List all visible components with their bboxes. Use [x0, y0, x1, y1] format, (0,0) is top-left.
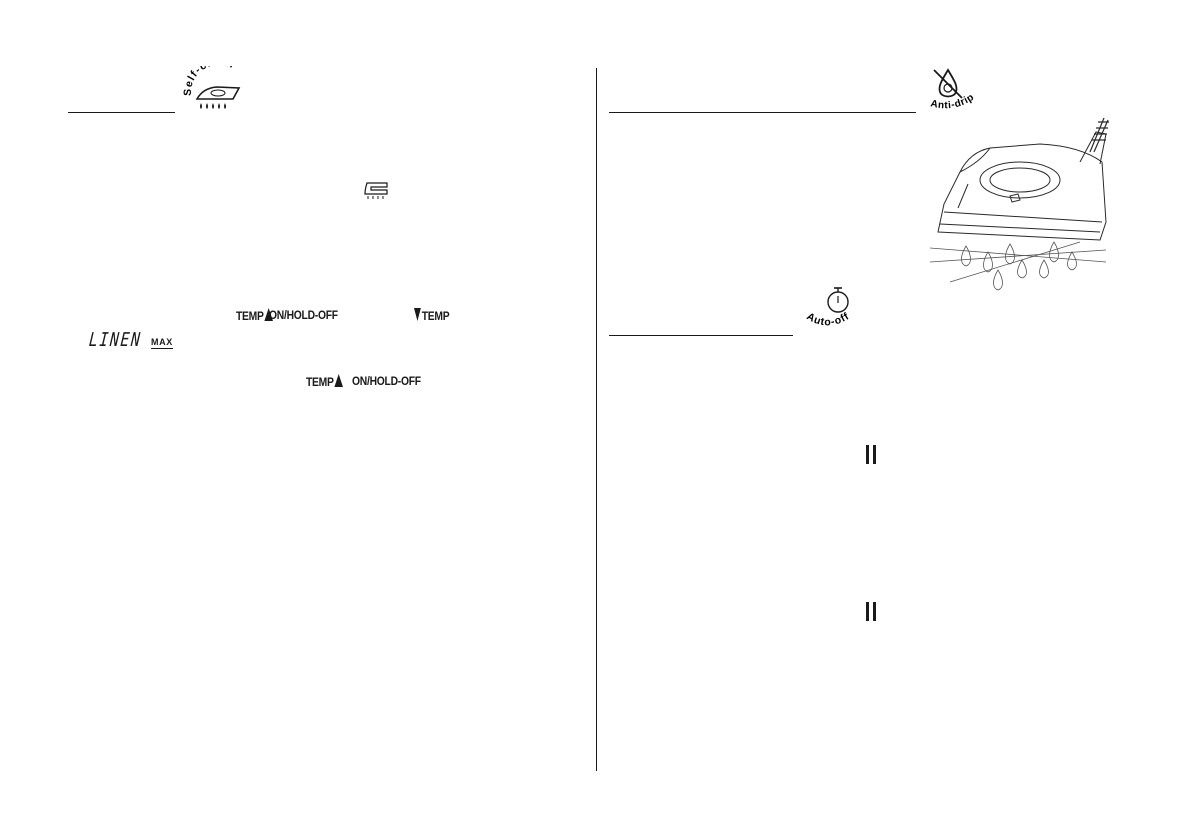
section-heading-rule-self-clean: [68, 112, 175, 113]
svg-text:Auto-off: Auto-off: [804, 310, 851, 328]
section-heading-rule-anti-drip: [609, 112, 916, 113]
auto-off-badge: Auto-off: [804, 287, 851, 328]
on-hold-off-button-label-2: ON/HOLD-OFF: [352, 374, 421, 388]
lcd-display-sub: MAX: [151, 337, 173, 349]
lcd-display-text: LINEN: [88, 329, 143, 351]
steam-iron-illustration: [930, 117, 1109, 291]
triangle-up-icon: [334, 374, 344, 387]
stopwatch-icon: [827, 287, 849, 313]
self-clean-label: Self-clean: [183, 66, 235, 96]
triangle-down-icon: [414, 308, 421, 321]
temp-up-button-label-2: TEMP: [306, 374, 344, 389]
self-clean-badge: Self-clean: [183, 66, 241, 109]
anti-drip-badge: Anti-drip: [929, 68, 976, 111]
no-drip-icon: [933, 68, 963, 99]
auto-off-label: Auto-off: [804, 310, 850, 328]
steam-setting-icon: [364, 182, 388, 199]
svg-text:Self-clean: Self-clean: [183, 66, 236, 96]
pause-icon: [864, 602, 878, 621]
pause-icon: [864, 445, 878, 464]
temp-down-button-label: TEMP: [414, 308, 450, 323]
on-hold-off-button-label: ON/HOLD-OFF: [269, 308, 338, 322]
self-clean-icon: [195, 86, 241, 109]
triangle-up-icon: [264, 308, 274, 321]
section-heading-rule-auto-off: [609, 335, 793, 336]
temp-up-button-label: TEMP: [236, 308, 274, 323]
column-divider: [596, 68, 597, 771]
